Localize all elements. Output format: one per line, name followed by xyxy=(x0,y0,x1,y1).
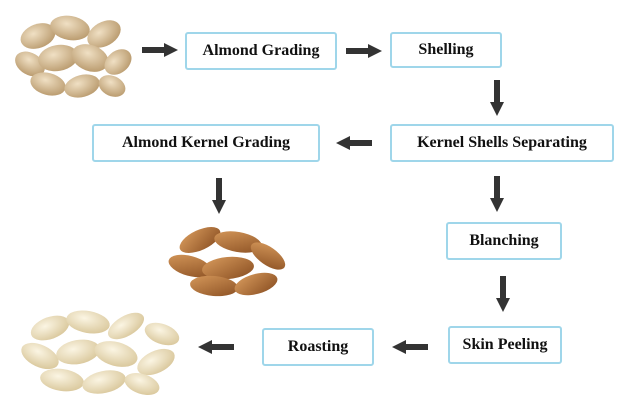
step-kernel-shells-separating: Kernel Shells Separating xyxy=(390,124,614,162)
arrow-shelling-down xyxy=(490,80,504,116)
arrow-to-blanched-almonds xyxy=(198,340,234,354)
arrow-blanching-down xyxy=(496,276,510,312)
step-blanching: Blanching xyxy=(446,222,562,260)
step-almond-kernel-grading: Almond Kernel Grading xyxy=(92,124,320,162)
arrow-to-shelling xyxy=(346,44,382,58)
arrow-to-grading xyxy=(142,43,178,57)
step-almond-grading: Almond Grading xyxy=(185,32,337,70)
arrow-kernel-grading-down xyxy=(212,178,226,214)
almond-kernels-image xyxy=(160,220,296,302)
step-skin-peeling: Skin Peeling xyxy=(448,326,562,364)
step-shelling: Shelling xyxy=(390,32,502,68)
step-roasting: Roasting xyxy=(262,328,374,366)
arrow-to-kernel-grading xyxy=(336,136,372,150)
in-shell-almonds-image xyxy=(8,6,136,102)
arrow-to-roasting xyxy=(392,340,428,354)
arrow-separating-down xyxy=(490,176,504,212)
blanched-almonds-image xyxy=(16,300,186,396)
